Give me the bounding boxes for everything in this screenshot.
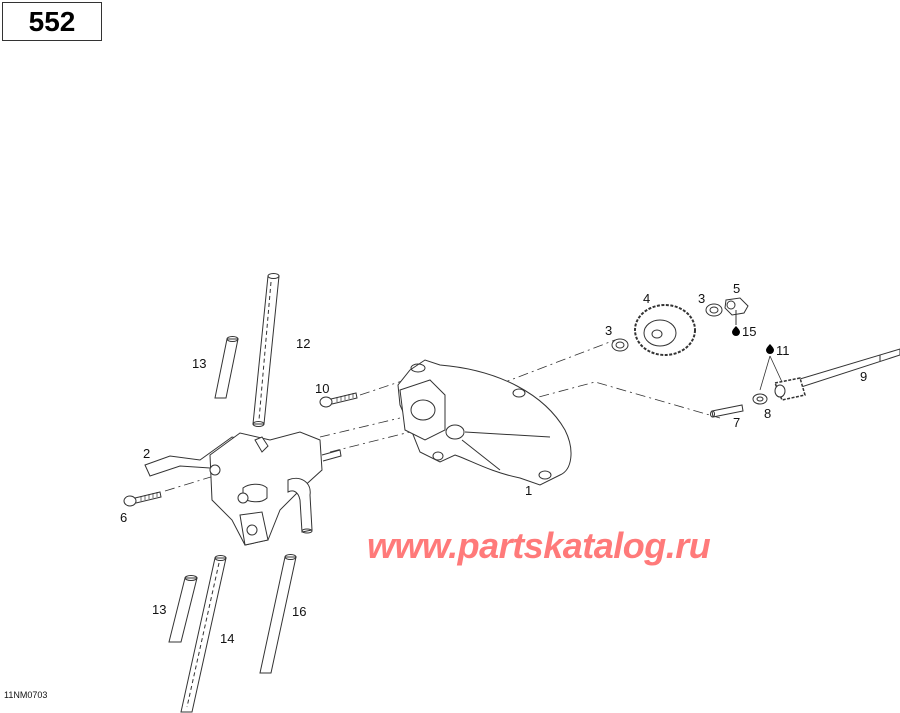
callout-12: 12 xyxy=(296,336,311,351)
tube-12[interactable] xyxy=(252,273,280,427)
loctite-drop-icon-11 xyxy=(766,344,774,354)
callout-13-lower: 13 xyxy=(152,602,167,617)
watermark-link[interactable]: www.partskatalog.ru xyxy=(367,525,711,566)
callout-2: 2 xyxy=(143,446,151,461)
callout-8: 8 xyxy=(764,406,772,421)
callout-3-left: 3 xyxy=(605,323,613,338)
loctite-drop-icon-15 xyxy=(732,326,740,336)
tube-13-upper[interactable] xyxy=(214,336,239,399)
callout-9: 9 xyxy=(860,369,868,384)
callout-15: 15 xyxy=(742,324,757,339)
callout-5: 5 xyxy=(733,281,741,296)
callout-4: 4 xyxy=(643,291,651,306)
bolt-6[interactable] xyxy=(123,491,162,507)
pump-housing-1[interactable] xyxy=(397,359,572,486)
bolt-10[interactable] xyxy=(319,392,358,408)
figure-reference: 11NM0703 xyxy=(4,690,48,700)
tube-14[interactable] xyxy=(180,555,227,713)
washer-3-left[interactable] xyxy=(611,338,629,352)
callout-7: 7 xyxy=(733,415,741,430)
page-number: 552 xyxy=(28,5,76,37)
washer-3-right[interactable] xyxy=(705,303,723,317)
tube-13-lower[interactable] xyxy=(168,575,198,643)
oil-pump[interactable] xyxy=(209,431,342,546)
gear-4[interactable] xyxy=(634,304,696,356)
pin-7[interactable] xyxy=(710,404,744,418)
callout-10: 10 xyxy=(315,381,330,396)
callout-1: 1 xyxy=(525,483,533,498)
callout-11: 11 xyxy=(776,343,790,358)
callout-14: 14 xyxy=(220,631,235,646)
callout-3-right: 3 xyxy=(698,291,706,306)
nut-5[interactable] xyxy=(724,297,749,325)
washer-8[interactable] xyxy=(752,393,768,405)
shaft-9[interactable] xyxy=(773,348,900,401)
callout-13-upper: 13 xyxy=(192,356,207,371)
page-number-box: 552 xyxy=(2,2,102,41)
tube-16[interactable] xyxy=(259,554,297,674)
callout-6: 6 xyxy=(120,510,128,525)
callout-16: 16 xyxy=(292,604,307,619)
